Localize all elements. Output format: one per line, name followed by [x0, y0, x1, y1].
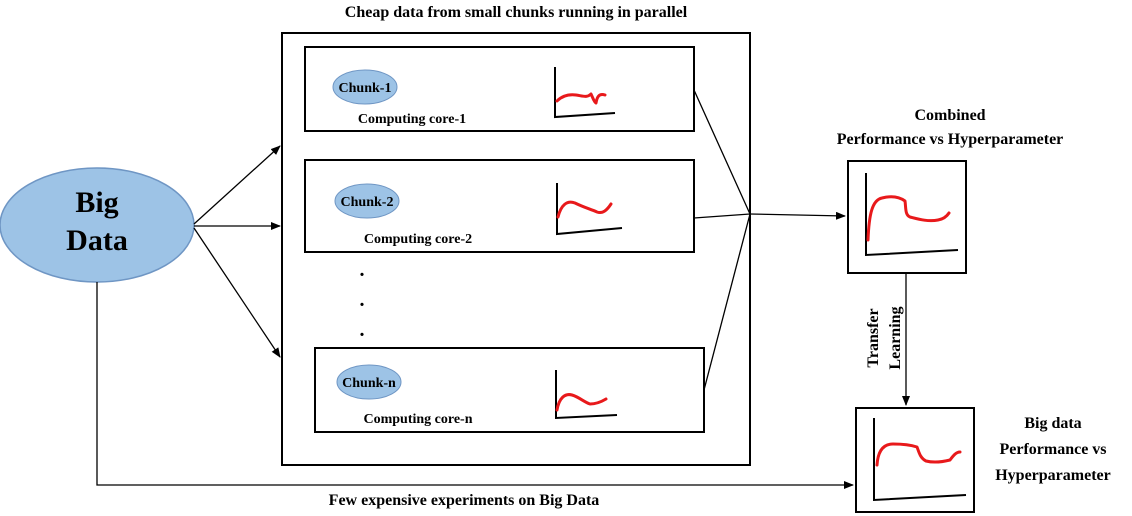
computing-core-2-label: Computing core-2	[364, 232, 472, 247]
ellipsis-dot-1: .	[360, 259, 365, 281]
ellipsis-dot-3: .	[360, 319, 365, 341]
transfer-label: Transfer	[865, 308, 882, 367]
merge-line-1	[693, 89, 751, 215]
chunk-box-n: Chunk-n Computing core-n	[314, 347, 705, 433]
big-data-node: Big Data	[0, 167, 195, 283]
arrow-to-combined	[749, 211, 846, 220]
chunk-n-label: Chunk-n	[342, 376, 396, 391]
computing-core-n-label: Computing core-n	[363, 412, 472, 427]
chunk-box-1: Chunk-1 Computing core-1	[304, 46, 695, 132]
chunk-1-ellipse	[332, 69, 398, 105]
combined-plot-box	[847, 160, 967, 274]
direct-big-data-path	[96, 282, 854, 489]
bigdata-result-label-line2: Performance vs	[999, 441, 1106, 458]
chunk-box-2: Chunk-2 Computing core-2	[304, 159, 695, 253]
bigdata-result-label-line3: Hyperparameter	[995, 467, 1111, 484]
bottom-label: Few expensive experiments on Big Data	[329, 492, 600, 509]
arrow-to-chunk-1	[193, 145, 281, 225]
big-data-label-line1: Big	[75, 186, 118, 219]
arrow-to-chunk-n	[193, 227, 281, 358]
chunk-2-plot	[556, 183, 623, 236]
chunk-1-plot	[554, 67, 616, 119]
chunk-2-ellipse	[334, 183, 400, 219]
learning-label: Learning	[887, 306, 904, 369]
chunk-2-label: Chunk-2	[341, 195, 394, 210]
merge-line-n	[703, 213, 751, 391]
combined-label-line2: Performance vs Hyperparameter	[837, 131, 1064, 148]
diagram-title: Cheap data from small chunks running in …	[345, 4, 688, 21]
bigdata-result-plot-box	[855, 407, 975, 513]
big-data-label-line2: Data	[66, 224, 128, 257]
computing-core-1-label: Computing core-1	[358, 112, 466, 127]
chunk-n-ellipse	[336, 364, 402, 400]
chunk-n-plot	[555, 370, 618, 420]
chunk-1-label: Chunk-1	[339, 81, 392, 96]
ellipsis-dot-2: .	[360, 289, 365, 311]
bigdata-result-label-line1: Big data	[1024, 415, 1081, 432]
combined-label-line1: Combined	[914, 107, 985, 124]
merge-line-2	[693, 213, 751, 219]
